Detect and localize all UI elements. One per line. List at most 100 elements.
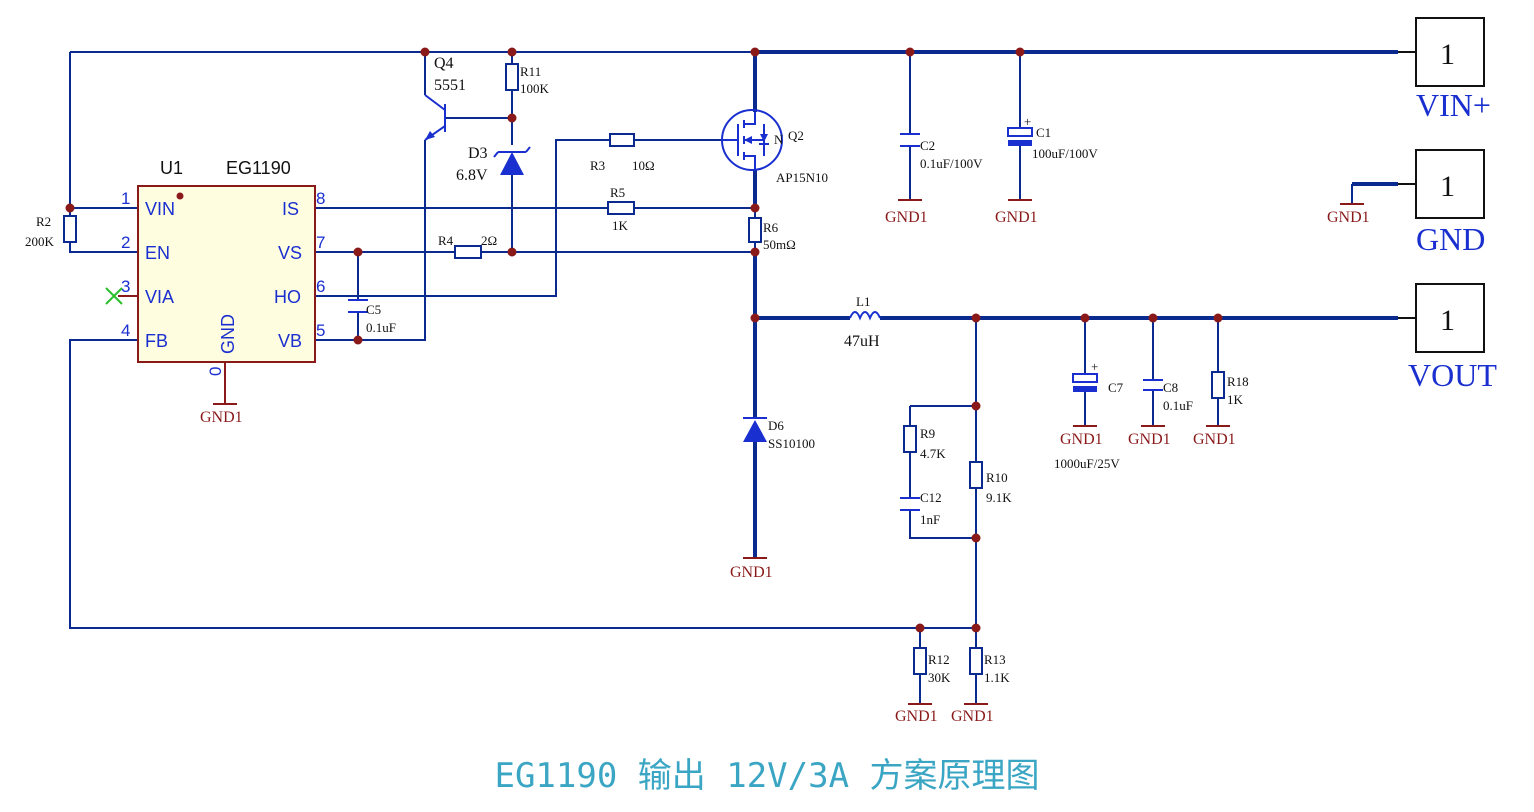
c12-ref: C12 [920, 490, 942, 505]
r3-value: 10Ω [632, 158, 655, 173]
capacitor-c12: C12 1nF [900, 490, 942, 527]
ic-ref: U1 [160, 158, 183, 178]
r11-ref: R11 [520, 64, 541, 79]
resistor-r12: R12 30K [913, 647, 951, 685]
ic-eg1190: U1 EG1190 1 VIN 2 EN 3 VIA 4 FB 8 IS 7 V… [105, 158, 325, 376]
gnd-d6: GND1 [730, 557, 773, 581]
c7-plus: + [1091, 359, 1098, 374]
pin-num-8: 8 [316, 189, 325, 208]
svg-text:GND1: GND1 [1193, 431, 1236, 448]
c2-ref: C2 [920, 138, 935, 153]
d6-value: SS10100 [768, 436, 815, 451]
pin-name-vb: VB [278, 331, 302, 351]
c1-ref: C1 [1036, 125, 1051, 140]
gnd-port: GND1 [1327, 203, 1370, 226]
gnd-c8: GND1 [1128, 425, 1171, 448]
resistor-r4: R4 2Ω [438, 233, 497, 259]
resistor-r18: R18 1K [1211, 371, 1249, 407]
wires [69, 50, 1398, 704]
pin-num-5: 5 [316, 321, 325, 340]
d6-ref: D6 [768, 418, 784, 433]
r5-value: 1K [612, 218, 629, 233]
gnd-c1: GND1 [995, 199, 1038, 226]
svg-text:GND1: GND1 [1060, 431, 1103, 448]
c7-ref: C7 [1108, 380, 1124, 395]
port-vout: 1 VOUT [1398, 283, 1497, 393]
l1-value: 47uH [844, 333, 880, 350]
r9-ref: R9 [920, 426, 935, 441]
c8-ref: C8 [1163, 380, 1178, 395]
q2-type: N [774, 132, 784, 147]
c1-plus: + [1024, 114, 1031, 129]
mosfet-q2: N Q2 AP15N10 [721, 109, 828, 185]
capacitor-c8: C8 0.1uF [1143, 379, 1193, 413]
port-vin-label: VIN+ [1416, 87, 1491, 123]
resistor-r6: R6 50mΩ [748, 217, 796, 252]
pin-name-gnd: GND [218, 314, 238, 354]
d3-ref: D3 [468, 145, 488, 162]
zener-d3: D3 6.8V [456, 145, 531, 184]
pin-name-via: VIA [145, 287, 174, 307]
ground-symbols: GND1 GND1 GND1 GND1 GND1 GND1 GND1 GND1 [200, 199, 1370, 725]
svg-text:GND1: GND1 [885, 209, 928, 226]
capacitor-c2: C2 0.1uF/100V [900, 133, 983, 171]
gnd-r13: GND1 [951, 703, 994, 725]
c1-value: 100uF/100V [1032, 146, 1098, 161]
r3-ref: R3 [590, 158, 605, 173]
svg-text:GND1: GND1 [895, 708, 938, 725]
l1-ref: L1 [856, 294, 870, 309]
resistor-r10: R10 9.1K [969, 461, 1012, 505]
pin-num-2: 2 [121, 233, 130, 252]
diode-d6: D6 SS10100 [743, 417, 815, 451]
no-connect-mark [105, 287, 123, 305]
r2-value: 200K [25, 234, 55, 249]
resistor-r11: R11 100K [505, 63, 550, 96]
r5-ref: R5 [610, 185, 625, 200]
r10-value: 9.1K [986, 490, 1012, 505]
svg-text:GND1: GND1 [1327, 209, 1370, 226]
pin-num-1: 1 [121, 189, 130, 208]
pin-name-en: EN [145, 243, 170, 263]
port-gnd-num: 1 [1440, 170, 1455, 203]
c8-value: 0.1uF [1163, 398, 1193, 413]
r12-ref: R12 [928, 652, 950, 667]
ic-body [137, 185, 316, 363]
inductor-l1: L1 47uH [844, 294, 881, 350]
c7-value: 1000uF/25V [1054, 456, 1120, 471]
r18-ref: R18 [1227, 374, 1249, 389]
junctions [65, 47, 1223, 633]
svg-text:GND1: GND1 [1128, 431, 1171, 448]
svg-text:GND1: GND1 [951, 708, 994, 725]
port-vout-label: VOUT [1408, 357, 1497, 393]
port-vout-num: 1 [1440, 304, 1455, 337]
pin-name-is: IS [282, 199, 299, 219]
q2-value: AP15N10 [776, 170, 828, 185]
svg-text:GND1: GND1 [200, 409, 243, 426]
svg-text:GND1: GND1 [730, 564, 773, 581]
pin-name-vin: VIN [145, 199, 175, 219]
resistor-r9: R9 4.7K [903, 425, 946, 461]
c2-value: 0.1uF/100V [920, 156, 983, 171]
transistor-q4: Q4 5551 [424, 55, 466, 141]
pin-name-fb: FB [145, 331, 168, 351]
c12-value: 1nF [920, 512, 940, 527]
q4-value: 5551 [434, 77, 466, 94]
r12-value: 30K [928, 670, 951, 685]
r4-ref: R4 [438, 233, 454, 248]
d3-value: 6.8V [456, 167, 488, 184]
capacitor-c7: + C7 1000uF/25V [1054, 359, 1124, 471]
resistor-r5: R5 1K [607, 185, 635, 233]
pin-num-7: 7 [316, 233, 325, 252]
r9-value: 4.7K [920, 446, 946, 461]
r6-ref: R6 [763, 220, 779, 235]
resistor-r3: R3 10Ω [590, 133, 655, 173]
r13-ref: R13 [984, 652, 1006, 667]
pin-name-vs: VS [278, 243, 302, 263]
gnd-ic: GND1 [200, 403, 243, 426]
port-vin-num: 1 [1440, 38, 1455, 71]
svg-text:GND1: GND1 [995, 209, 1038, 226]
pin-num-3: 3 [121, 277, 130, 296]
pin-num-4: 4 [121, 321, 130, 340]
q4-ref: Q4 [434, 55, 454, 72]
r6-value: 50mΩ [763, 237, 796, 252]
